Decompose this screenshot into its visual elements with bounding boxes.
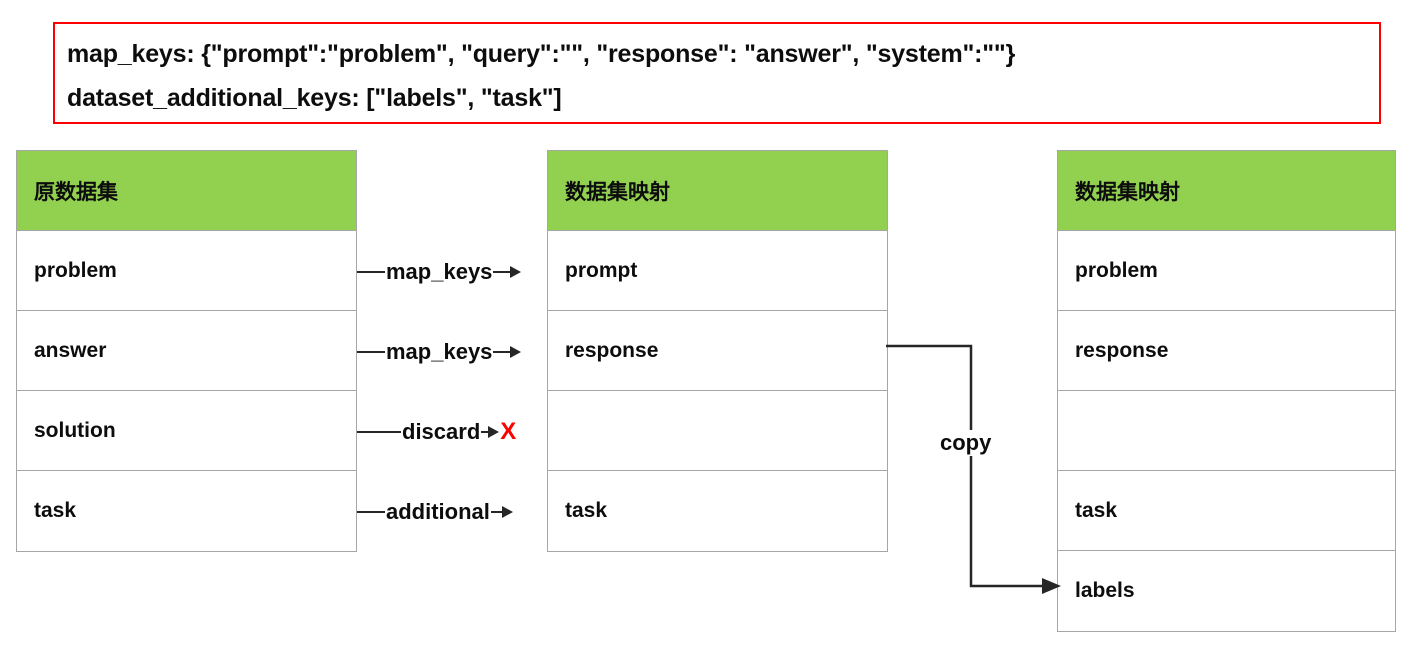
connector-stem [357, 511, 385, 513]
table-row-empty [548, 391, 887, 471]
table-row: labels [1058, 551, 1395, 631]
table-row: solution [17, 391, 356, 471]
dataset-additional-keys-line: dataset_additional_keys: ["labels", "tas… [67, 84, 562, 112]
table-row: task [1058, 471, 1395, 551]
table-final-title: 数据集映射 [1058, 151, 1395, 231]
table-mapped-dataset: 数据集映射 prompt response task [547, 150, 888, 552]
table-row-empty [1058, 391, 1395, 471]
connector-stem [357, 431, 401, 433]
discard-x-icon: X [500, 418, 517, 445]
connector-additional-task: additional [357, 495, 513, 529]
connector-copy-response-labels [886, 344, 1061, 594]
arrow-right-icon [1042, 578, 1061, 594]
table-row: problem [17, 231, 356, 311]
table-final-dataset: 数据集映射 problem response task labels [1057, 150, 1396, 632]
table-row: problem [1058, 231, 1395, 311]
arrow-right-icon [490, 506, 513, 518]
arrow-right-icon [493, 346, 522, 358]
connector-label: additional [386, 499, 490, 524]
connector-label: discard [402, 419, 481, 444]
map-keys-line: map_keys: {"prompt":"problem", "query":"… [67, 40, 1016, 68]
connector-label: map_keys [386, 259, 493, 284]
table-row: answer [17, 311, 356, 391]
connector-map-keys-prompt: map_keys [357, 255, 522, 289]
table-source-title: 原数据集 [17, 151, 356, 231]
table-row: task [548, 471, 887, 551]
table-row: response [1058, 311, 1395, 391]
table-row: prompt [548, 231, 887, 311]
table-row: response [548, 311, 887, 391]
connector-stem [357, 271, 385, 273]
connector-label: map_keys [386, 339, 493, 364]
table-row: task [17, 471, 356, 551]
connector-discard-solution: discard X [357, 415, 516, 449]
table-mapped-title: 数据集映射 [548, 151, 887, 231]
arrow-right-icon [493, 266, 522, 278]
connector-stem [357, 351, 385, 353]
copy-connector-label: copy [936, 430, 996, 456]
copy-connector-path [886, 344, 1044, 588]
arrow-right-icon [481, 426, 500, 438]
connector-map-keys-response: map_keys [357, 335, 522, 369]
config-box: map_keys: {"prompt":"problem", "query":"… [53, 22, 1381, 124]
table-source-dataset: 原数据集 problem answer solution task [16, 150, 357, 552]
